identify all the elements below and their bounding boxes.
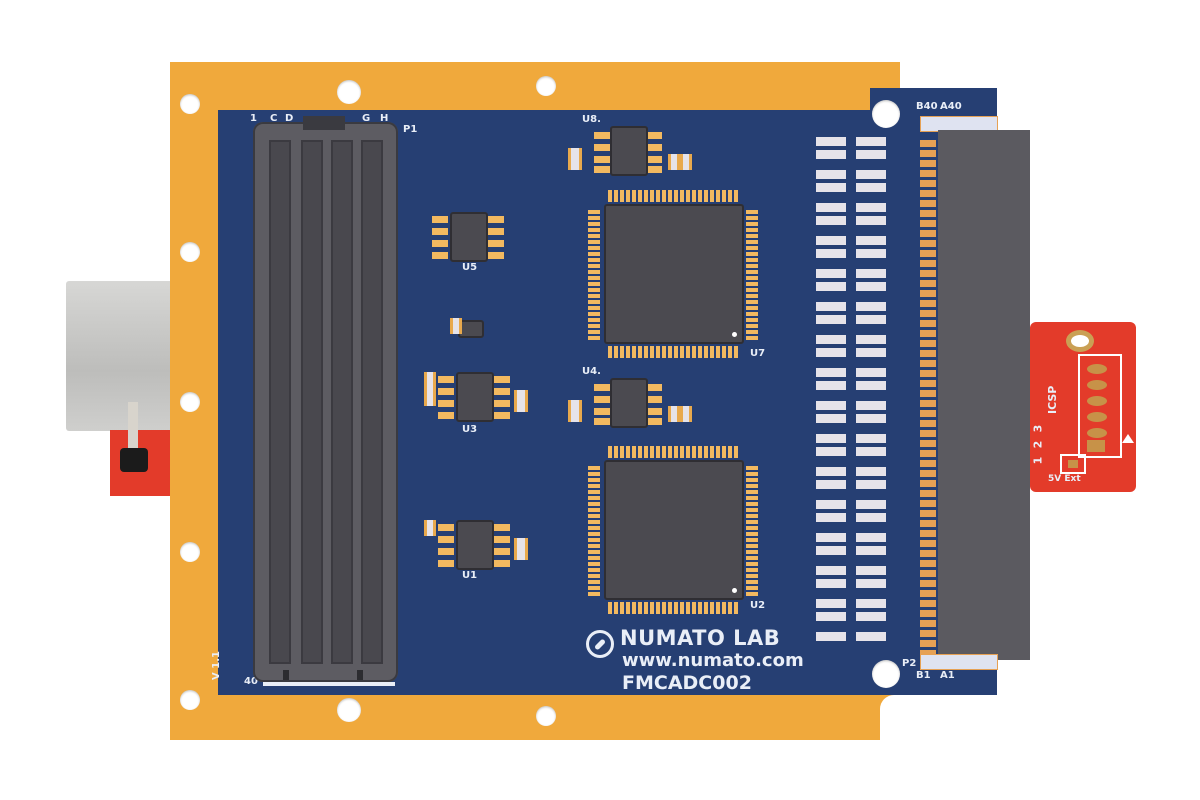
website: www.numato.com — [622, 650, 804, 671]
mounting-hole — [180, 94, 200, 114]
connector-slot — [361, 140, 383, 664]
pin-label-3: 3 — [1031, 424, 1045, 433]
icsp-pin-1 — [1087, 440, 1105, 452]
label-u8: U8. — [582, 114, 601, 125]
label-u1: U1 — [462, 570, 478, 581]
label-u7: U7 — [750, 348, 766, 359]
p2-label-a1: A1 — [940, 670, 955, 681]
brand-name: NUMATO LAB — [620, 626, 781, 650]
p1-col-c: C — [270, 113, 278, 124]
mounting-hole — [337, 698, 361, 722]
fmc-connector-p1 — [253, 116, 398, 682]
p2-label-a40: A40 — [940, 101, 962, 112]
p2-ref: P2 — [902, 658, 917, 669]
mounting-hole — [1066, 330, 1094, 352]
connector-slot — [331, 140, 353, 664]
p1-col-d: D — [285, 113, 294, 124]
chip-u7 — [588, 190, 758, 358]
icsp-pin — [1087, 396, 1107, 406]
left-breakout-board — [110, 402, 175, 496]
label-u4: U4. — [582, 366, 601, 377]
mounting-hole — [536, 706, 556, 726]
chip-u4 — [568, 376, 694, 428]
icsp-label: ICSP — [1046, 385, 1059, 414]
silk-outline — [263, 682, 395, 686]
p1-ref: P1 — [403, 124, 418, 135]
connector-slot — [301, 140, 323, 664]
model-number: FMCADC002 — [622, 672, 752, 694]
connector-latch — [283, 670, 289, 680]
chip-u8 — [568, 124, 694, 176]
icsp-pin — [1087, 380, 1107, 390]
pin-label-2: 2 — [1031, 440, 1045, 449]
chip-u5 — [432, 212, 504, 268]
pin-housing — [120, 448, 148, 472]
version-label: V 1.1 — [210, 651, 222, 680]
chip-small — [450, 318, 484, 338]
icsp-pin — [1087, 428, 1107, 438]
p2-pin-row — [920, 140, 936, 655]
label-u3: U3 — [462, 424, 478, 435]
icsp-header — [1078, 354, 1122, 458]
label-u2: U2 — [750, 600, 766, 611]
mounting-hole — [180, 392, 200, 412]
icsp-pin — [1087, 364, 1107, 374]
chip-u3 — [424, 372, 528, 434]
pin1-marker-icon — [1122, 434, 1134, 443]
p2-bottom-pad — [920, 654, 998, 670]
mounting-hole — [536, 76, 556, 96]
connector-slot — [269, 140, 291, 664]
jumper — [1060, 454, 1086, 474]
mounting-hole — [180, 242, 200, 262]
mounting-hole — [180, 542, 200, 562]
mounting-hole — [872, 100, 900, 128]
connector-key — [303, 116, 345, 130]
label-u5: U5 — [462, 262, 478, 273]
header-pin — [128, 402, 138, 452]
icsp-board: ICSP 3 2 1 5V Ext — [1030, 322, 1136, 492]
chip-u1 — [424, 520, 528, 582]
mounting-hole — [337, 80, 361, 104]
pin-label-1: 1 — [1031, 456, 1045, 465]
mounting-hole — [180, 690, 200, 710]
p1-col-g: G — [362, 113, 371, 124]
mounting-hole — [872, 660, 900, 688]
p1-row-40: 40 — [244, 676, 258, 687]
frame-cutout — [880, 695, 930, 745]
p2-label-b40: B40 — [916, 101, 938, 112]
connector-latch — [357, 670, 363, 680]
chip-u2 — [588, 446, 758, 614]
icsp-pin — [1087, 412, 1107, 422]
p1-col-h: H — [380, 113, 389, 124]
numato-logo-icon — [586, 630, 614, 658]
fmc-connector-p2 — [938, 130, 1030, 660]
usb-connector — [66, 281, 176, 431]
p1-col-1: 1 — [250, 113, 257, 124]
resistor-array — [816, 134, 886, 644]
jumper-label: 5V Ext — [1048, 474, 1081, 484]
p2-label-b1: B1 — [916, 670, 931, 681]
